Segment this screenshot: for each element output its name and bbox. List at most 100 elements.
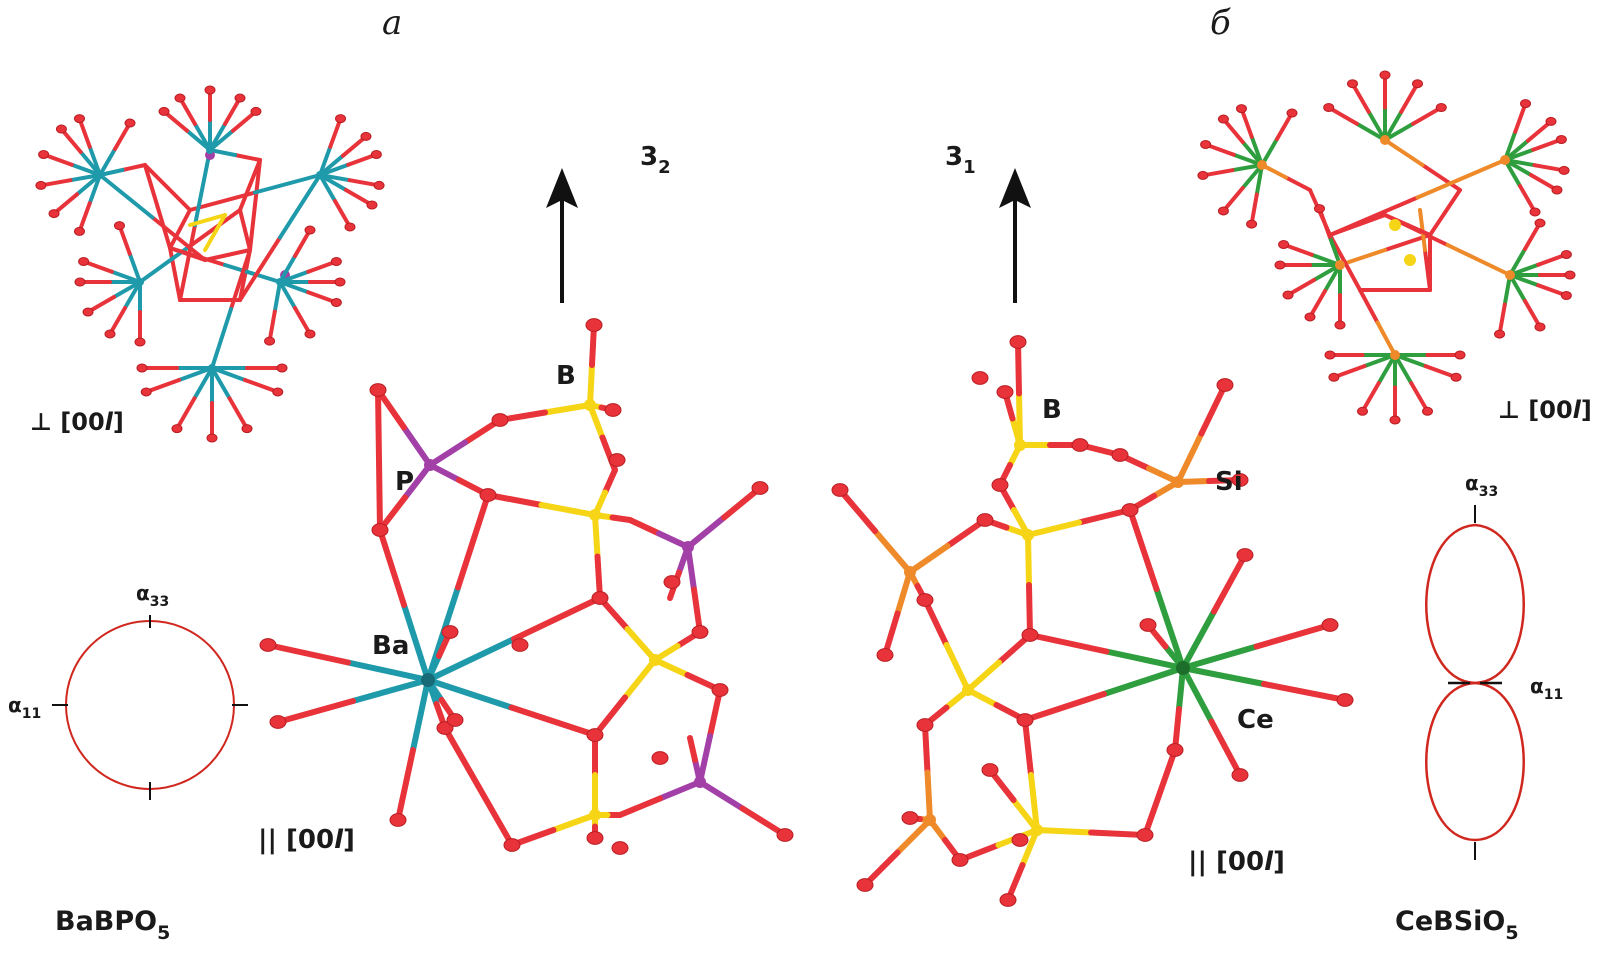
oxygen-atom (330, 298, 342, 308)
oxygen-atom (611, 841, 629, 855)
bond-segment (1015, 339, 1022, 397)
bond-segment (1360, 381, 1381, 414)
left-indicatrix-circle (52, 615, 248, 800)
bond-segment (272, 280, 282, 314)
bond-segment (192, 366, 214, 401)
bond-segment (188, 190, 257, 212)
boron-atom (962, 684, 974, 696)
oxygen-atom (751, 481, 769, 495)
oxygen-atom (591, 591, 609, 605)
oxygen-atom (1286, 108, 1298, 118)
silicon-atom (1335, 260, 1345, 270)
oxygen-atom (1139, 618, 1157, 632)
oxygen-atom (1334, 320, 1346, 330)
bond-segment (592, 512, 601, 560)
oxygen-atom (1216, 378, 1234, 392)
barium-atom (316, 171, 324, 179)
oxygen-atom (1454, 350, 1466, 360)
bond-segment (318, 173, 348, 192)
phosphorus-atom (424, 459, 436, 471)
oxygen-atom (241, 424, 253, 434)
right-axis-label: 31 (945, 142, 976, 178)
oxygen-atom (604, 403, 622, 417)
oxygen-atom (78, 256, 90, 266)
bond-segment (293, 228, 312, 259)
bond-segment (1375, 320, 1397, 357)
bond-segment (229, 248, 252, 311)
bond-segment (293, 305, 312, 336)
oxygen-atom (876, 648, 894, 662)
oxygen-atom (82, 307, 94, 317)
bond-segment (1393, 353, 1428, 369)
oxygen-atom (158, 106, 170, 116)
bond-segment (113, 121, 132, 152)
bond-segment (1354, 121, 1387, 142)
atom-label-p: P (395, 467, 414, 497)
bond-segment (193, 148, 212, 227)
oxygen-atom (1336, 693, 1354, 707)
bond-segment (1142, 789, 1163, 838)
boron-atom (589, 809, 601, 821)
bond-segment (410, 677, 431, 753)
screw-axis-3-1-symbol (999, 168, 1031, 303)
bond-segment (1420, 163, 1462, 192)
babpo5-perpendicular-projection (35, 85, 385, 443)
bond-segment (238, 208, 247, 232)
oxygen-atom (586, 728, 604, 742)
bond-segment (59, 127, 83, 155)
bond-segment (1025, 532, 1032, 588)
bond-segment (1308, 288, 1327, 319)
bond-segment (117, 223, 132, 256)
barium-atom (206, 146, 214, 154)
bond-segment (894, 569, 913, 617)
oxygen-atom (369, 383, 387, 397)
boron-atom (1404, 254, 1416, 266)
bond-segment (1026, 582, 1033, 638)
bond-segment (1523, 221, 1542, 252)
bond-segment (924, 769, 933, 823)
oxygen-atom (48, 209, 60, 219)
oxygen-atom (691, 625, 709, 639)
bond-segment (1275, 111, 1294, 142)
bond-segment (178, 96, 197, 127)
bond-segment (542, 402, 593, 416)
oxygen-atom (711, 683, 729, 697)
oxygen-atom (916, 718, 934, 732)
oxygen-atom (1558, 165, 1570, 175)
bond-segment (345, 659, 431, 683)
silicon-atom (1390, 350, 1400, 360)
bond-segment (907, 543, 951, 575)
bond-segment (685, 544, 697, 593)
bond-segment (205, 213, 227, 222)
oxygen-atom (264, 336, 276, 346)
right-alpha11-label: α11 (1530, 674, 1563, 703)
oxygen-atom (1323, 103, 1335, 112)
bond-segment (1503, 147, 1536, 162)
bond-segment (1508, 247, 1527, 277)
bond-segment (248, 203, 257, 252)
bond-segment (188, 208, 242, 248)
silicon-atom (924, 814, 936, 826)
bond-segment (1405, 223, 1432, 237)
oxygen-atom (360, 131, 372, 141)
oxygen-atom (856, 878, 874, 892)
bond-segment (1508, 273, 1541, 288)
bond-segment (617, 795, 663, 818)
oxygen-atom (1021, 628, 1039, 642)
bond-segment (1323, 263, 1342, 293)
bond-segment (210, 307, 233, 370)
bond-segment (177, 366, 214, 382)
bond-segment (120, 163, 147, 172)
barium-atom (96, 171, 104, 179)
bond-segment (837, 487, 878, 534)
bond-segment (227, 396, 249, 431)
boron-atom (584, 399, 596, 411)
bond-segment (210, 366, 232, 401)
bond-segment (922, 722, 931, 776)
oxygen-atom (1555, 134, 1567, 144)
bond-segment (253, 173, 322, 195)
bond-segment (328, 116, 343, 149)
barium-atom (136, 278, 144, 286)
oxygen-atom (1200, 139, 1212, 149)
bond-segment (1355, 213, 1387, 227)
